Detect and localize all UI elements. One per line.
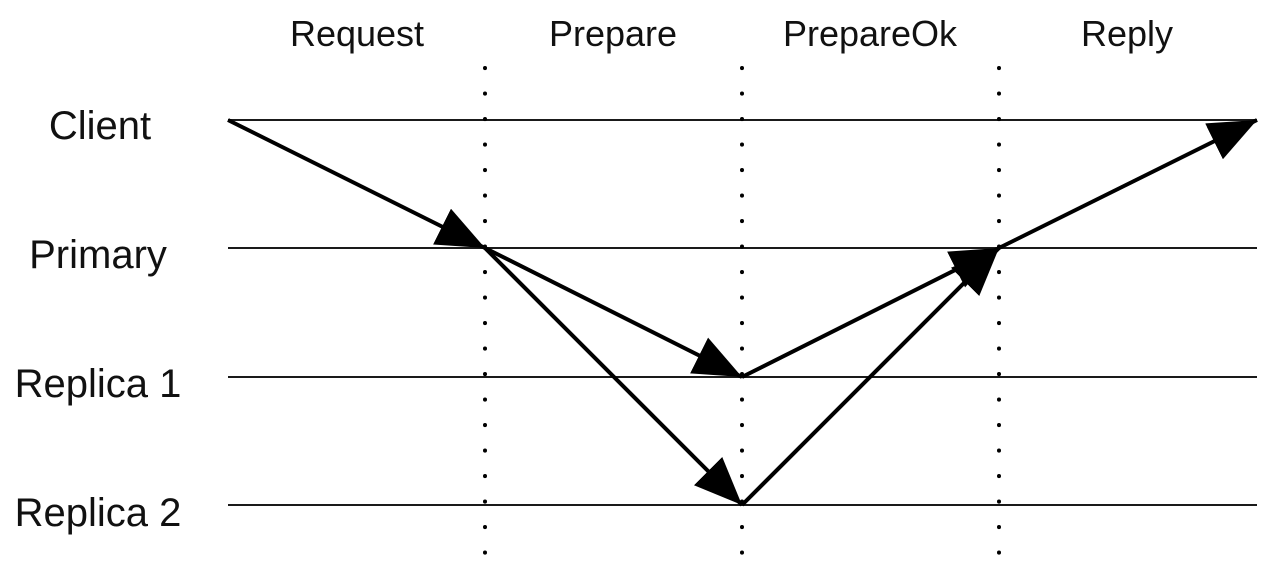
phase-label-request: Request bbox=[290, 13, 424, 54]
message-arrow-replica2-to-primary bbox=[740, 246, 1001, 507]
message-arrow-primary-to-client bbox=[998, 118, 1258, 250]
phase-label-reply: Reply bbox=[1081, 13, 1173, 54]
phase-label-prepareok: PrepareOk bbox=[783, 13, 958, 54]
actor-label-primary: Primary bbox=[29, 233, 167, 277]
actor-label-replica2: Replica 2 bbox=[15, 491, 182, 535]
timelines bbox=[228, 119, 1257, 506]
message-arrow-primary-to-replica1 bbox=[484, 246, 743, 379]
actor-label-replica1: Replica 1 bbox=[15, 362, 182, 406]
message-arrow-replica1-to-primary bbox=[741, 246, 1000, 379]
message-arrow-client-to-primary bbox=[227, 118, 486, 250]
actor-label-client: Client bbox=[49, 104, 151, 148]
message-arrows bbox=[227, 118, 1258, 507]
phase-labels: Request Prepare PrepareOk Reply bbox=[290, 13, 1173, 54]
actor-labels: Client Primary Replica 1 Replica 2 bbox=[15, 104, 182, 535]
message-arrow-primary-to-replica2 bbox=[483, 246, 744, 507]
phase-dividers bbox=[483, 66, 1001, 564]
phase-label-prepare: Prepare bbox=[549, 13, 677, 54]
